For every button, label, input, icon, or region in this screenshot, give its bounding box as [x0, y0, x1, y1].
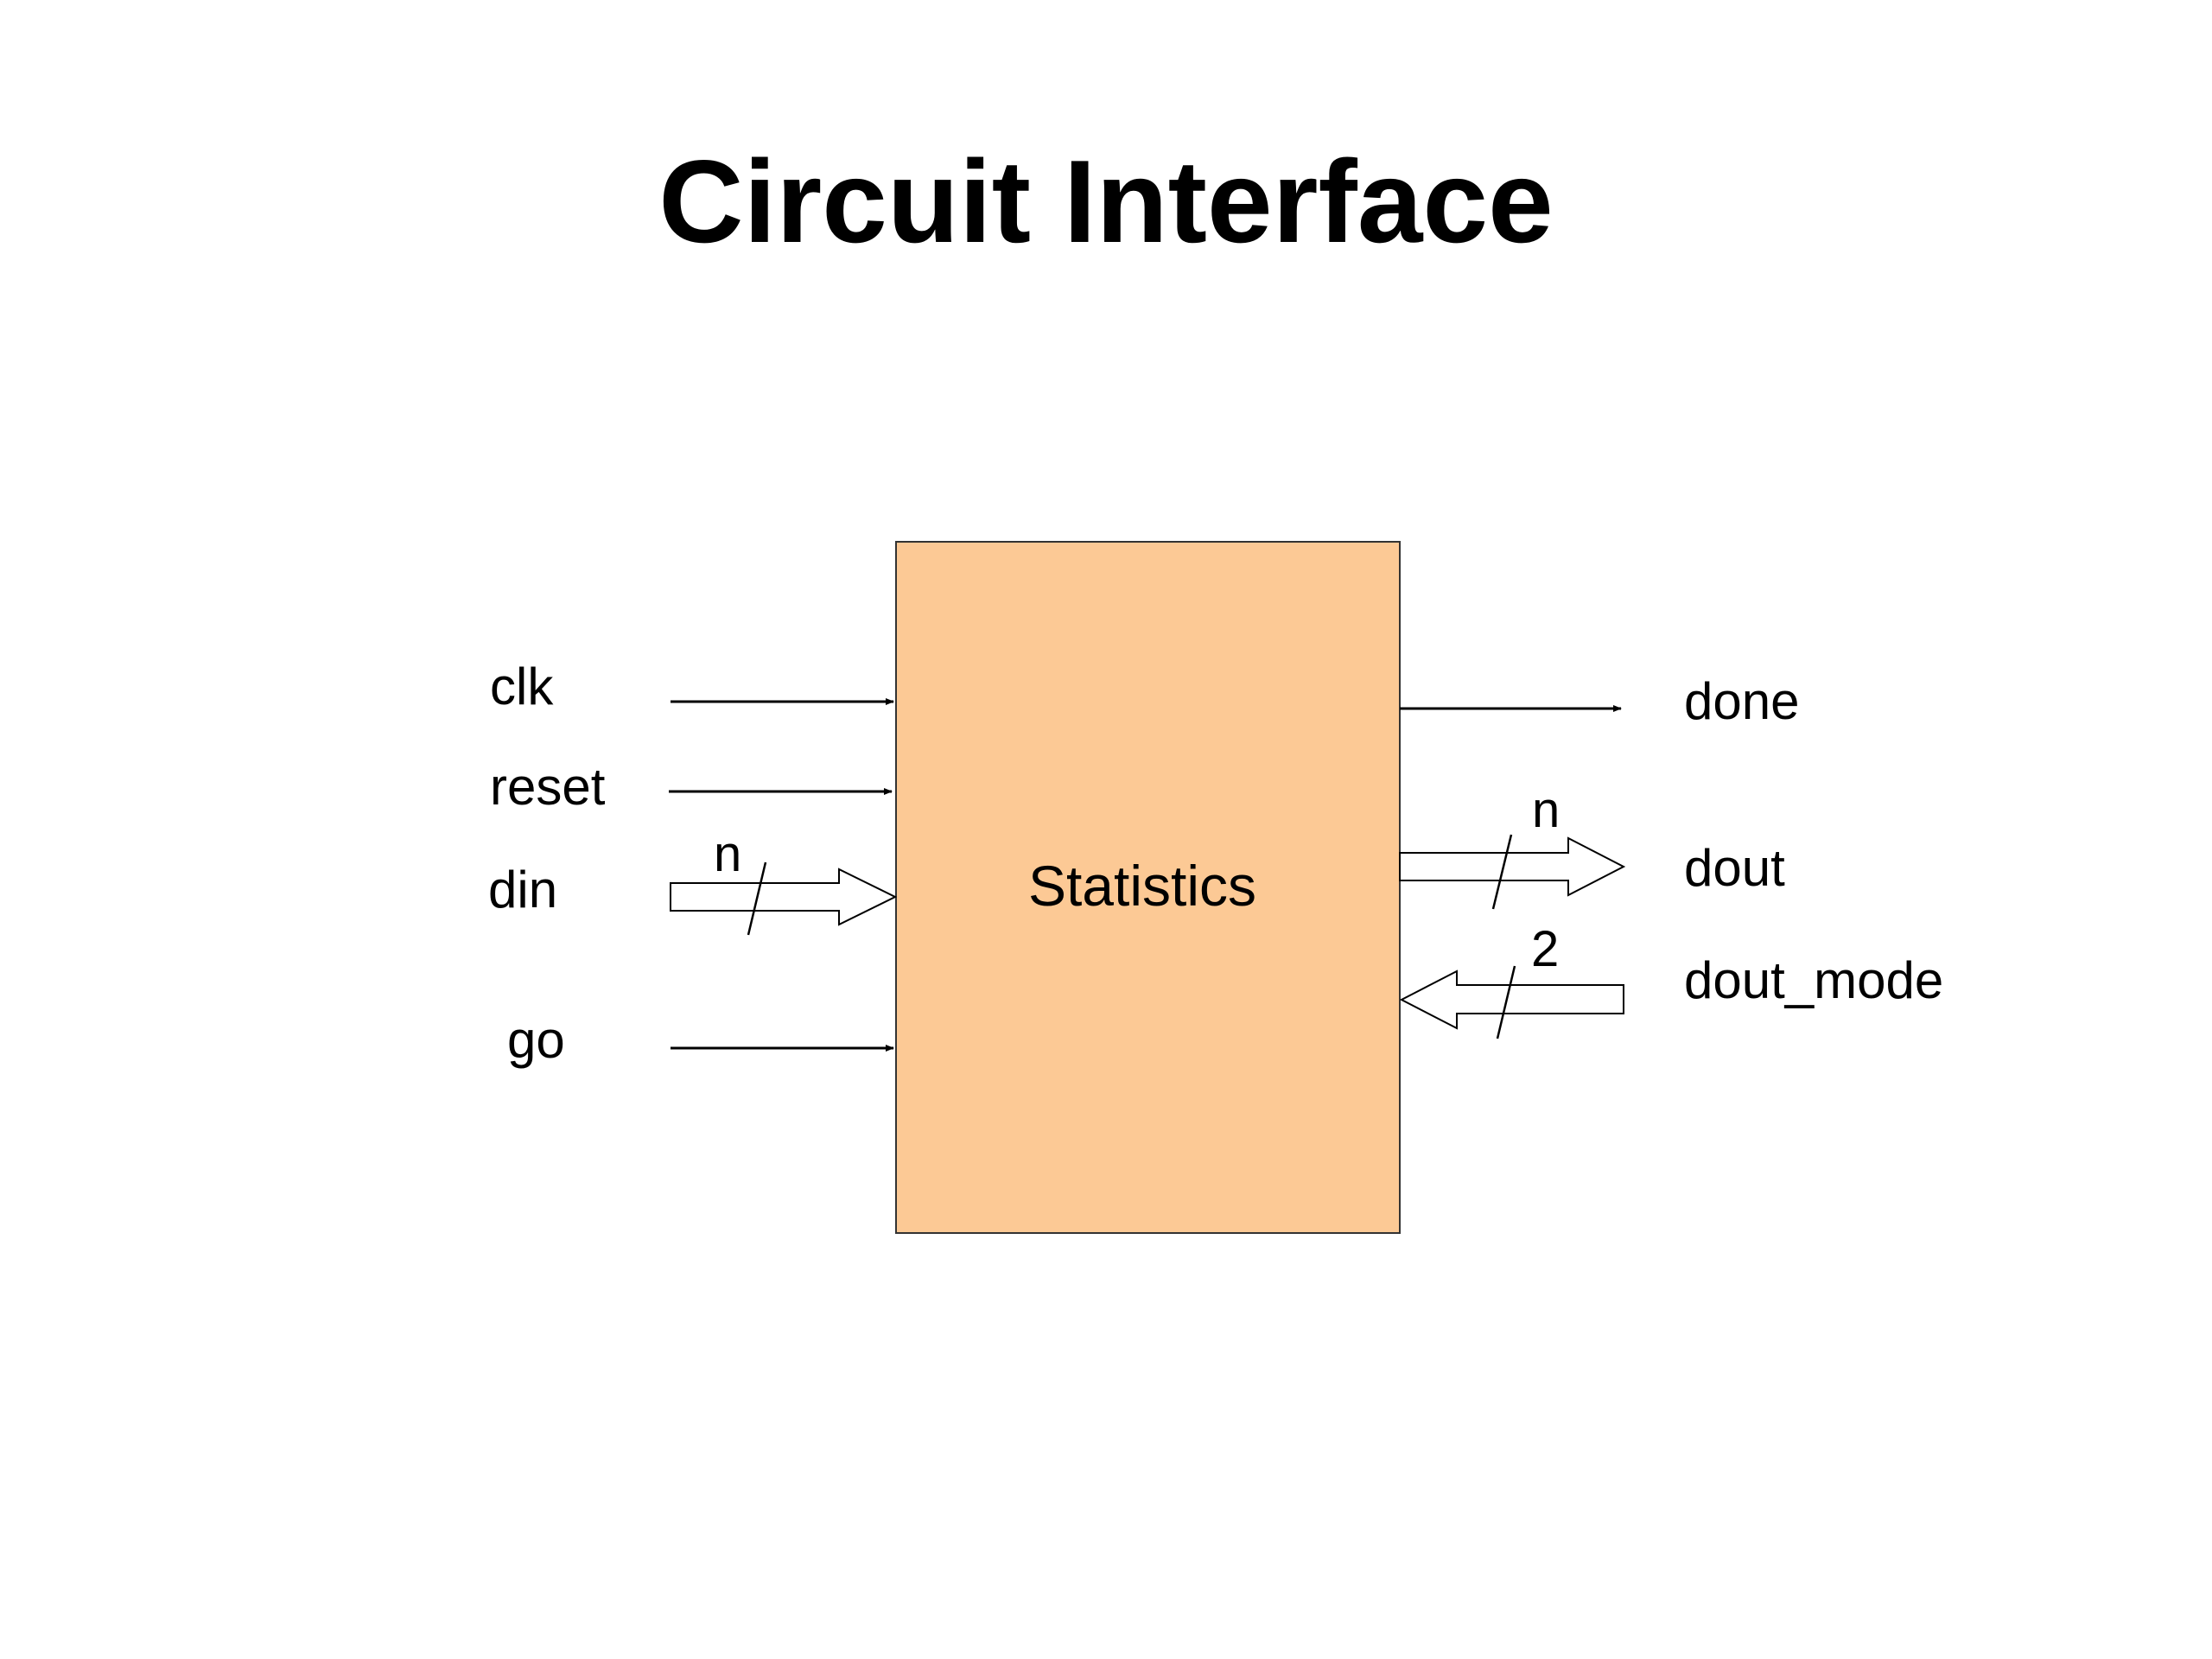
dout-label: dout [1684, 839, 1785, 897]
dout-width-label: n [1532, 782, 1560, 838]
dout-mode-label: dout_mode [1684, 951, 1943, 1009]
slide-title: Circuit Interface [658, 136, 1554, 267]
clk-label: clk [490, 658, 554, 715]
done-label: done [1684, 672, 1799, 730]
dout-mode-width-label: 2 [1531, 921, 1559, 977]
block-label: Statistics [1028, 854, 1256, 918]
dout-bus-slash [1491, 834, 1513, 910]
go-label: go [507, 1011, 565, 1069]
reset-label: reset [490, 758, 606, 816]
statistics-block [895, 541, 1401, 1234]
din-label: din [488, 861, 557, 918]
din-width-label: n [714, 826, 741, 882]
dout-mode-bus-slash [1496, 965, 1516, 1039]
din-bus-arrow [670, 868, 898, 926]
dout-mode-bus-arrow [1399, 969, 1624, 1030]
dout-bus-arrow [1399, 836, 1626, 897]
din-bus-slash [747, 861, 767, 936]
